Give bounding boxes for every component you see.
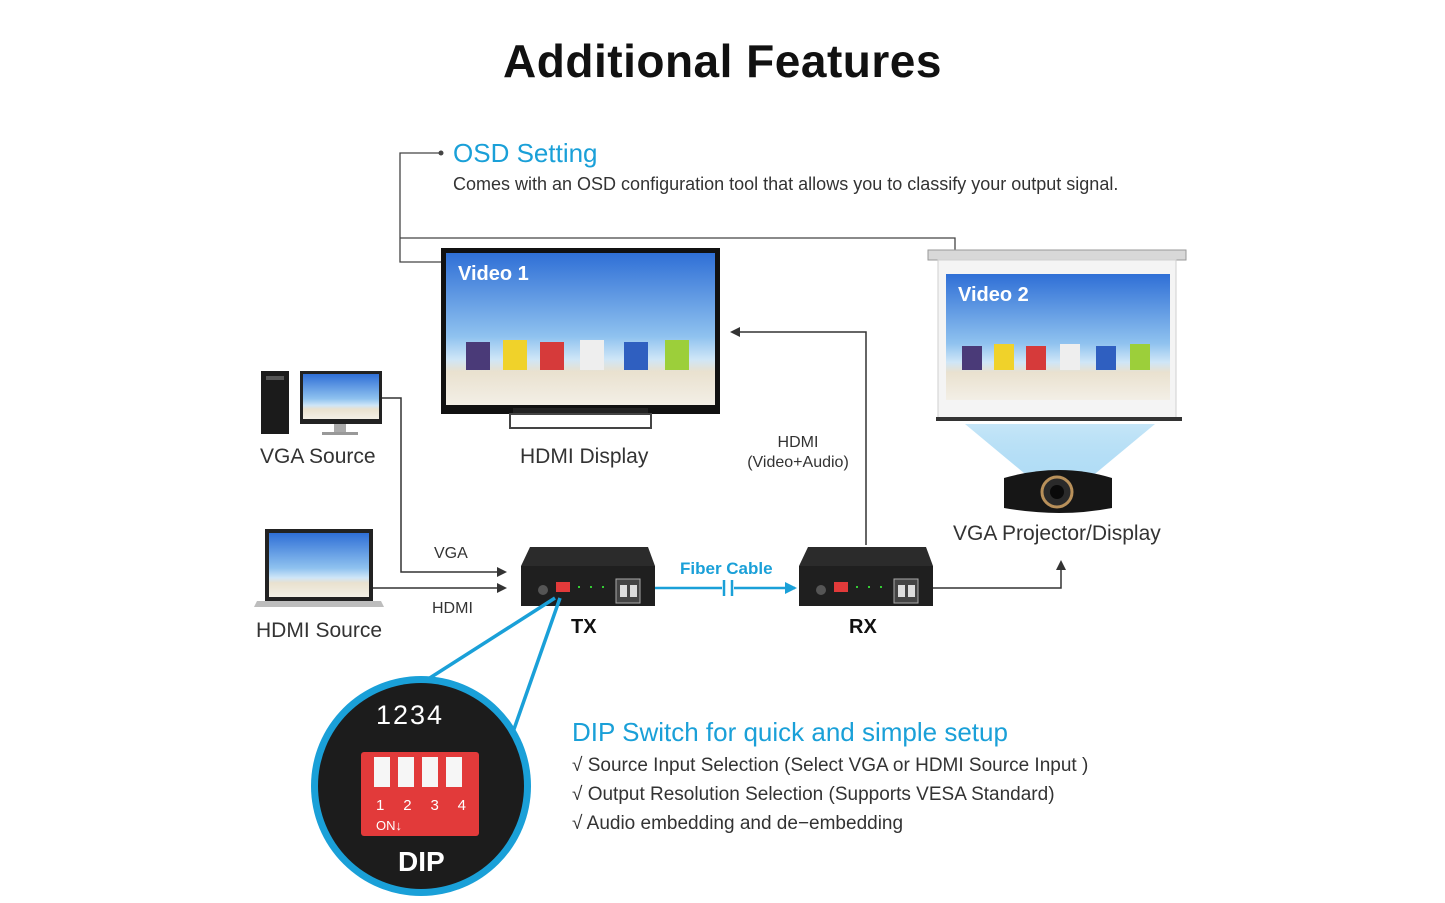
dip-number-4: 4 <box>457 797 466 814</box>
tx-device <box>521 547 655 606</box>
dip-on-label: ON↓ <box>376 818 402 833</box>
rx-device <box>799 547 933 606</box>
dip-feature-heading: DIP Switch for quick and simple setup <box>572 717 1008 747</box>
projection-beam <box>965 424 1155 478</box>
dip-feature-item: √ Audio embedding and de−embedding <box>572 813 904 834</box>
hdmi-link-label: HDMI <box>432 600 473 617</box>
projector-label: VGA Projector/Display <box>953 522 1161 545</box>
projector-screen <box>927 249 1187 421</box>
dip-feature-item: √ Source Input Selection (Select VGA or … <box>572 755 1089 776</box>
rx-hdmi-output-line <box>730 327 867 545</box>
dip-top-numbers: 1234 <box>376 700 445 730</box>
rx-vga-output-line <box>933 560 1066 589</box>
osd-description: Comes with an OSD configuration tool tha… <box>453 174 1119 194</box>
page-title: Additional Features <box>503 35 942 87</box>
vga-source-computer <box>261 371 382 435</box>
vga-input-line <box>382 397 507 577</box>
hdmi-display-tv <box>441 248 720 429</box>
beach-chairs-screen <box>962 344 1150 370</box>
osd-heading: OSD Setting <box>453 138 598 168</box>
fiber-cable <box>655 580 797 596</box>
dip-bottom-numbers: 1 2 3 4 <box>376 797 466 814</box>
video1-label: Video 1 <box>458 263 529 285</box>
dip-label: DIP <box>398 846 445 877</box>
dip-number-2: 2 <box>403 797 412 814</box>
dip-feature-item: √ Output Resolution Selection (Supports … <box>572 784 1055 805</box>
beach-chairs-tv <box>466 340 689 370</box>
vga-source-label: VGA Source <box>260 445 376 468</box>
projector-icon <box>1004 470 1112 513</box>
dip-zoom-circle <box>311 676 531 896</box>
rx-output-label-line1: HDMI <box>777 434 819 451</box>
vga-link-label: VGA <box>434 545 468 562</box>
tx-label: TX <box>571 616 597 638</box>
osd-connector-dot <box>438 150 444 156</box>
dip-feature-list: √ Source Input Selection (Select VGA or … <box>572 751 1088 838</box>
fiber-cable-label: Fiber Cable <box>680 559 773 578</box>
rx-output-label-line2: (Video+Audio) <box>747 454 849 471</box>
hdmi-source-laptop <box>254 529 384 607</box>
hdmi-display-label: HDMI Display <box>520 445 649 468</box>
dip-number-1: 1 <box>376 797 385 814</box>
rx-label: RX <box>849 616 877 638</box>
hdmi-source-label: HDMI Source <box>256 619 383 642</box>
video2-label: Video 2 <box>958 284 1029 306</box>
dip-number-3: 3 <box>430 797 439 814</box>
